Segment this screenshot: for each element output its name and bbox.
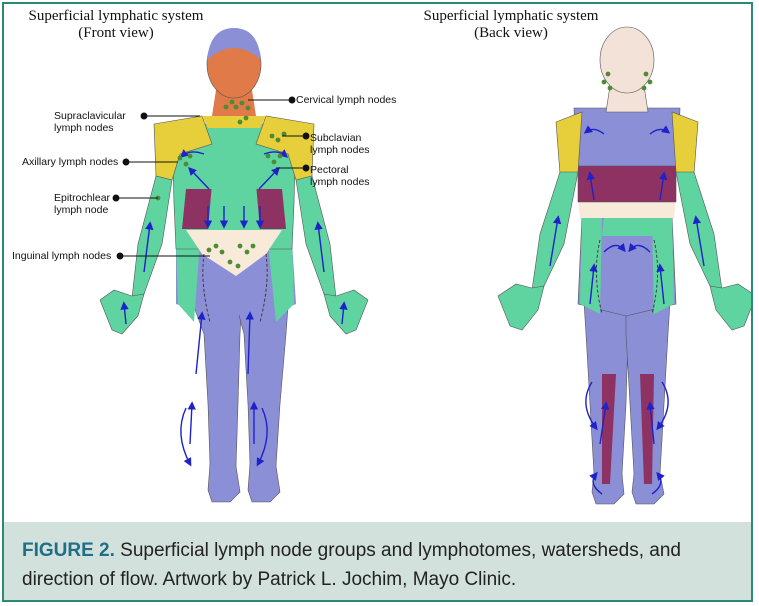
- epitrochlear-line2: lymph node: [54, 204, 110, 216]
- pectoral-nodes-label: Pectoral lymph nodes: [310, 164, 370, 188]
- figure-caption: FIGURE 2. Superficial lymph node groups …: [4, 522, 753, 602]
- lymphatic-illustration: [4, 4, 753, 522]
- subclavian-line1: Subclavian: [310, 132, 370, 144]
- figure-number: FIGURE 2.: [22, 540, 115, 561]
- pectoral-line1: Pectoral: [310, 164, 370, 176]
- axillary-nodes-label: Axillary lymph nodes: [22, 156, 118, 168]
- subclavian-nodes-label: Subclavian lymph nodes: [310, 132, 370, 156]
- pectoral-line2: lymph nodes: [310, 176, 370, 188]
- supraclavicular-line1: Supraclavicular: [54, 110, 126, 122]
- supraclavicular-line2: lymph nodes: [54, 122, 126, 134]
- cervical-nodes-label: Cervical lymph nodes: [296, 94, 396, 106]
- figure-frame: Superficial lymphatic system (Front view…: [2, 2, 753, 602]
- caption-text: Superficial lymph node groups and lympho…: [22, 540, 681, 590]
- subclavian-line2: lymph nodes: [310, 144, 370, 156]
- back-body-figure: [498, 27, 753, 504]
- figure-artwork: Superficial lymphatic system (Front view…: [4, 4, 753, 522]
- epitrochlear-node-label: Epitrochlear lymph node: [54, 192, 110, 216]
- epitrochlear-line1: Epitrochlear: [54, 192, 110, 204]
- inguinal-nodes-label: Inguinal lymph nodes: [12, 250, 111, 262]
- supraclavicular-nodes-label: Supraclavicular lymph nodes: [54, 110, 126, 134]
